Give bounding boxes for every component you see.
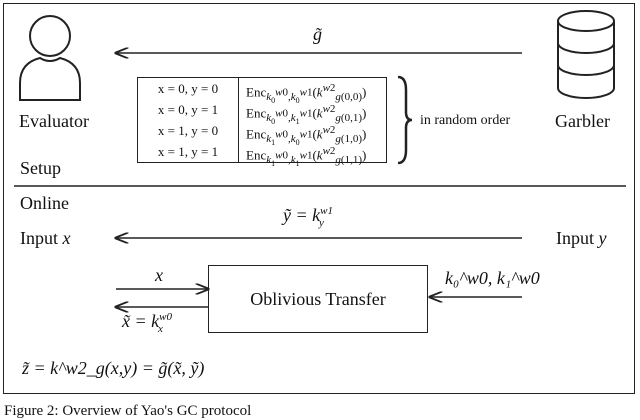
table-row-input: x = 0, y = 1 xyxy=(157,102,219,117)
x-input-label: x xyxy=(155,265,163,285)
table-row-ciphertext: Enck0w0,k0w1(kw2g(0,0)) xyxy=(246,82,367,106)
result-equation: z̃ = k^w2_g(x,y) = g̃(x̃, ỹ) xyxy=(22,358,205,378)
table-row-ciphertext: Enck1w0,k1w1(kw2g(1,1)) xyxy=(246,145,367,169)
diagram-frame xyxy=(3,3,635,394)
table-row-input: x = 0, y = 0 xyxy=(157,81,219,96)
table-row-input: x = 1, y = 0 xyxy=(157,123,219,138)
evaluator-label: Evaluator xyxy=(19,111,89,131)
table-row-ciphertext: Enck0w0,k1w1(kw2g(0,1)) xyxy=(246,103,367,127)
garbler-database-icon xyxy=(557,10,615,99)
input-column: x = 0, y = 0 x = 0, y = 1 x = 1, y = 0 x… xyxy=(138,78,239,162)
garbled-circuit-label: g̃ xyxy=(313,24,322,44)
arrows-layer xyxy=(14,0,626,400)
evaluator-person-icon xyxy=(19,15,81,101)
setup-label: Setup xyxy=(20,158,62,178)
online-label: Online xyxy=(20,193,69,213)
table-row-input: x = 1, y = 1 xyxy=(157,144,219,159)
random-order-brace xyxy=(397,75,413,165)
garbler-label: Garbler xyxy=(555,111,610,131)
garbler-keys-label: k₀^w0, k₁^w0 xyxy=(445,268,540,288)
table-row-ciphertext: Enck1w0,k0w1(kw2g(1,0)) xyxy=(246,124,367,148)
figure-caption: Figure 2: Overview of Yao's GC protocol xyxy=(4,403,252,419)
oblivious-transfer-box: Oblivious Transfer xyxy=(208,265,428,333)
y-key-label: ỹ = kw1y xyxy=(283,205,333,229)
random-order-note: in random order xyxy=(420,113,511,128)
x-key-label: x̃ = kw0x xyxy=(122,311,172,335)
evaluator-input-label: Input x xyxy=(20,228,71,248)
garbled-table: x = 0, y = 0 x = 0, y = 1 x = 1, y = 0 x… xyxy=(137,77,387,169)
garbler-input-label: Input y xyxy=(556,228,607,248)
oblivious-transfer-label: Oblivious Transfer xyxy=(250,288,386,309)
ciphertext-column: Enck0w0,k0w1(kw2g(0,0)) Enck0w0,k1w1(kw2… xyxy=(246,78,367,169)
